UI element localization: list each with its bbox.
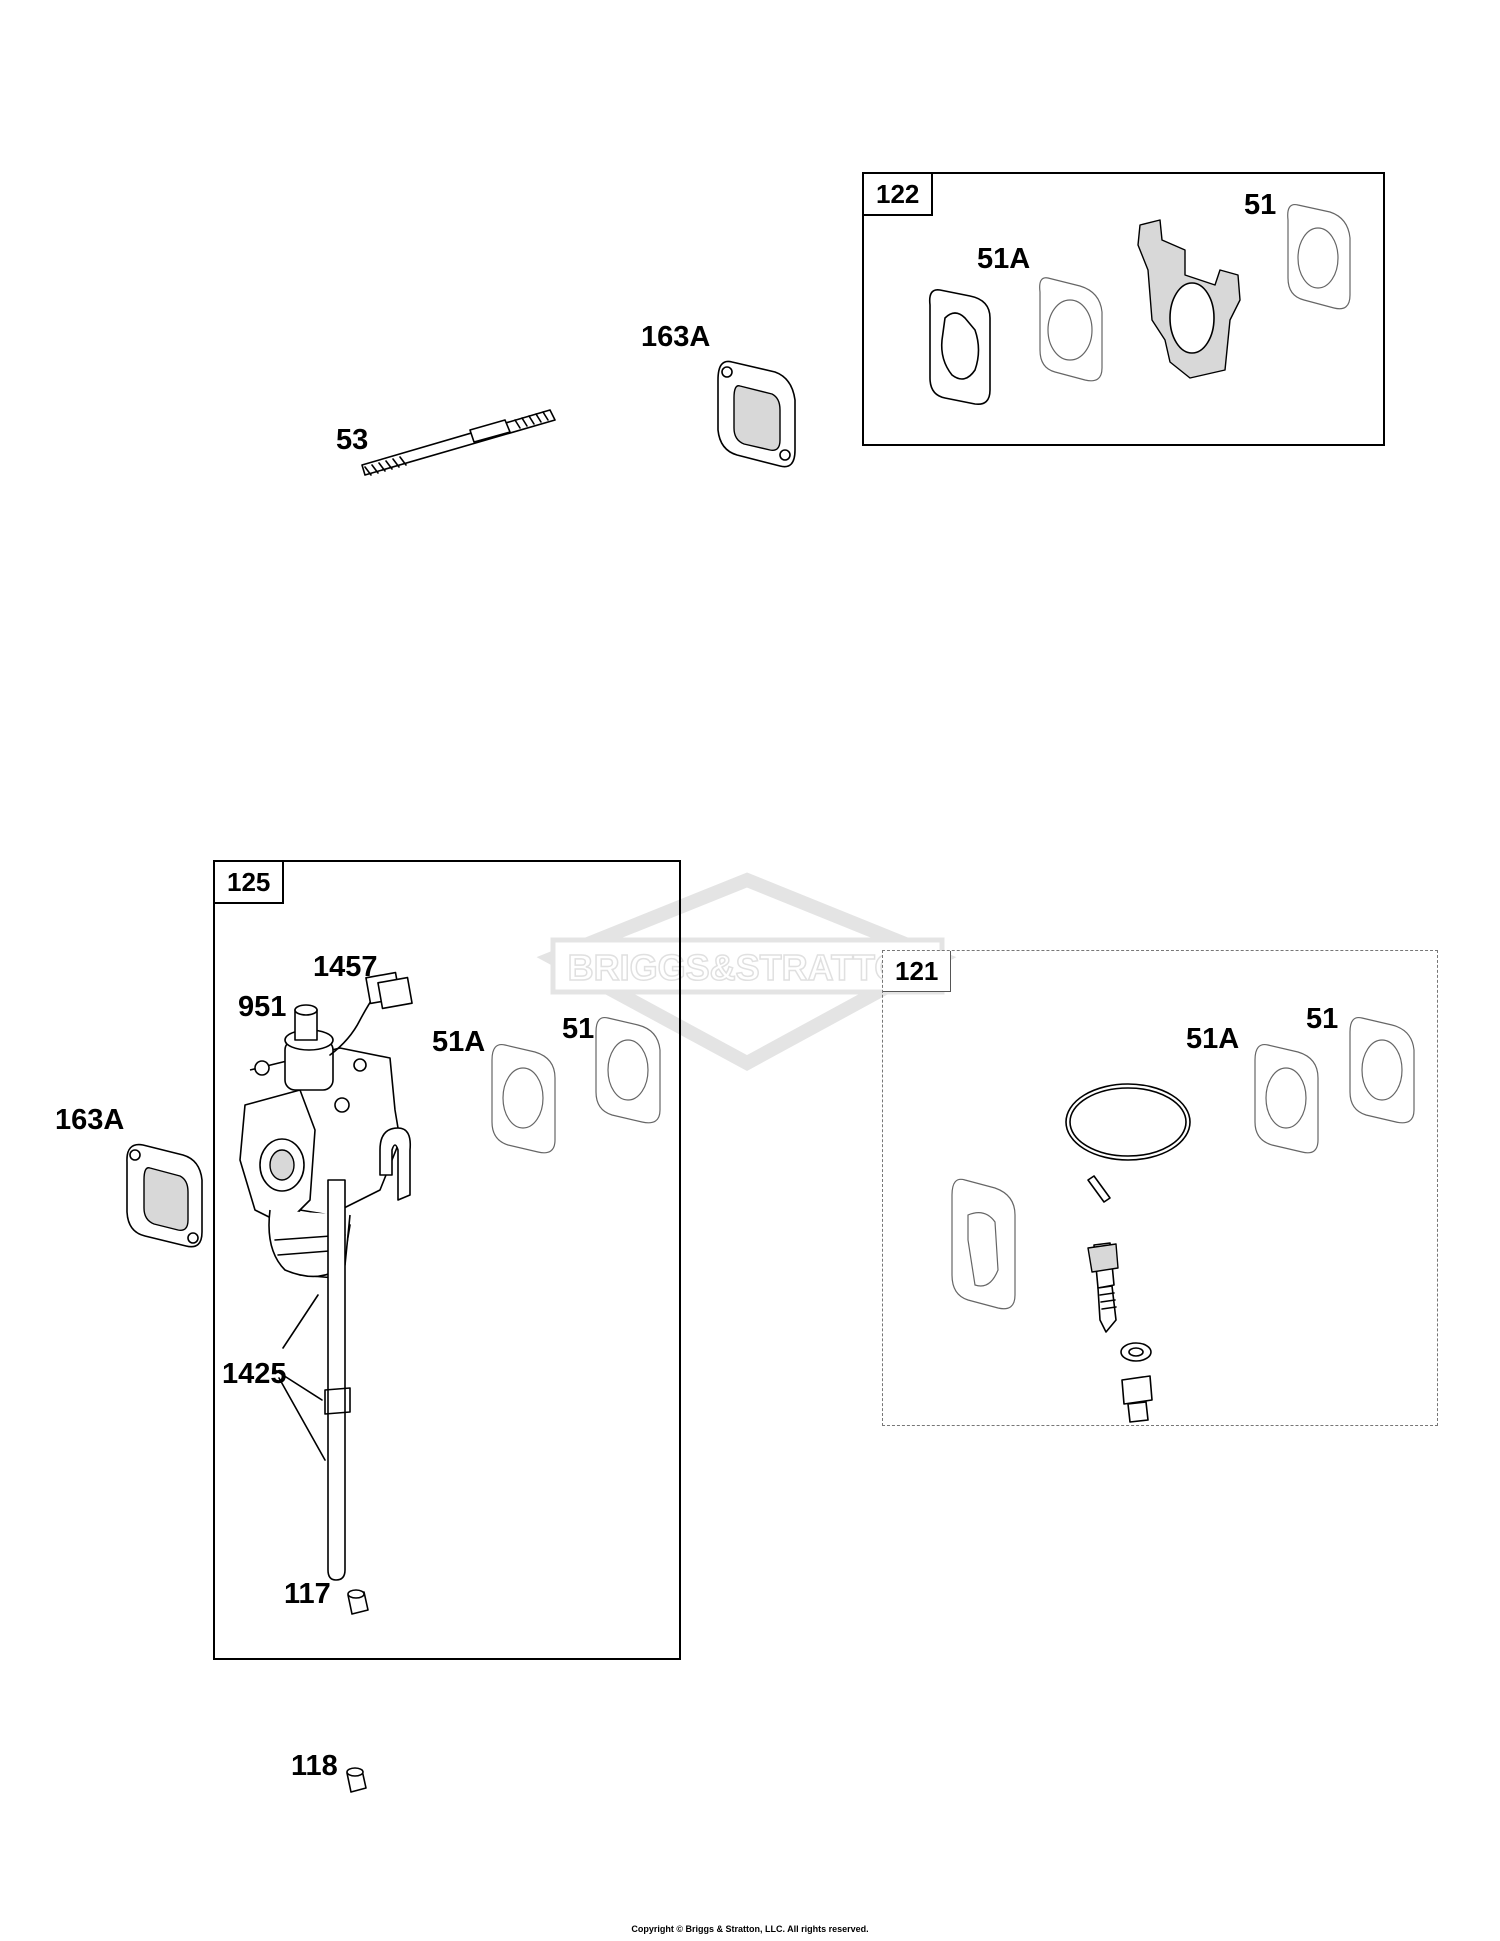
callout-951: 951 bbox=[238, 991, 287, 1023]
box125-gaskets bbox=[491, 1016, 661, 1154]
callout-163A-top: 163A bbox=[641, 321, 711, 353]
assembly-box-125: 125 bbox=[213, 860, 681, 1660]
callout-box125-51A: 51A bbox=[432, 1026, 486, 1058]
nut-part-118 bbox=[346, 1767, 367, 1793]
box-122-label: 122 bbox=[864, 174, 934, 216]
copyright-notice: Copyright © Briggs & Stratton, LLC. All … bbox=[631, 1924, 869, 1934]
box125-carburetor bbox=[239, 971, 413, 1615]
gasket-part-163A-top bbox=[717, 360, 796, 468]
callout-1457: 1457 bbox=[313, 951, 378, 983]
callout-118: 118 bbox=[291, 1750, 338, 1782]
gasket-part-163A-left bbox=[126, 1143, 203, 1248]
callout-163A-left: 163A bbox=[55, 1104, 125, 1136]
box122-parts bbox=[928, 203, 1351, 406]
box-125-label: 125 bbox=[215, 862, 285, 904]
callout-box122-51A: 51A bbox=[977, 243, 1031, 275]
callout-117: 117 bbox=[284, 1578, 331, 1610]
watermark-text: BRIGGS&STRATTON bbox=[568, 947, 929, 988]
callout-box125-51: 51 bbox=[562, 1013, 595, 1045]
box-121-label: 121 bbox=[883, 951, 952, 992]
callout-1425: 1425 bbox=[222, 1358, 287, 1390]
callout-box121-51: 51 bbox=[1306, 1003, 1339, 1035]
assembly-box-122: 122 bbox=[862, 172, 1385, 446]
assembly-box-121: 121 bbox=[882, 950, 1438, 1426]
callout-box122-51: 51 bbox=[1244, 189, 1277, 221]
callout-53: 53 bbox=[336, 424, 369, 456]
box121-kit-parts bbox=[951, 1016, 1415, 1423]
stud-part-53 bbox=[361, 409, 556, 476]
callout-box121-51A: 51A bbox=[1186, 1023, 1240, 1055]
